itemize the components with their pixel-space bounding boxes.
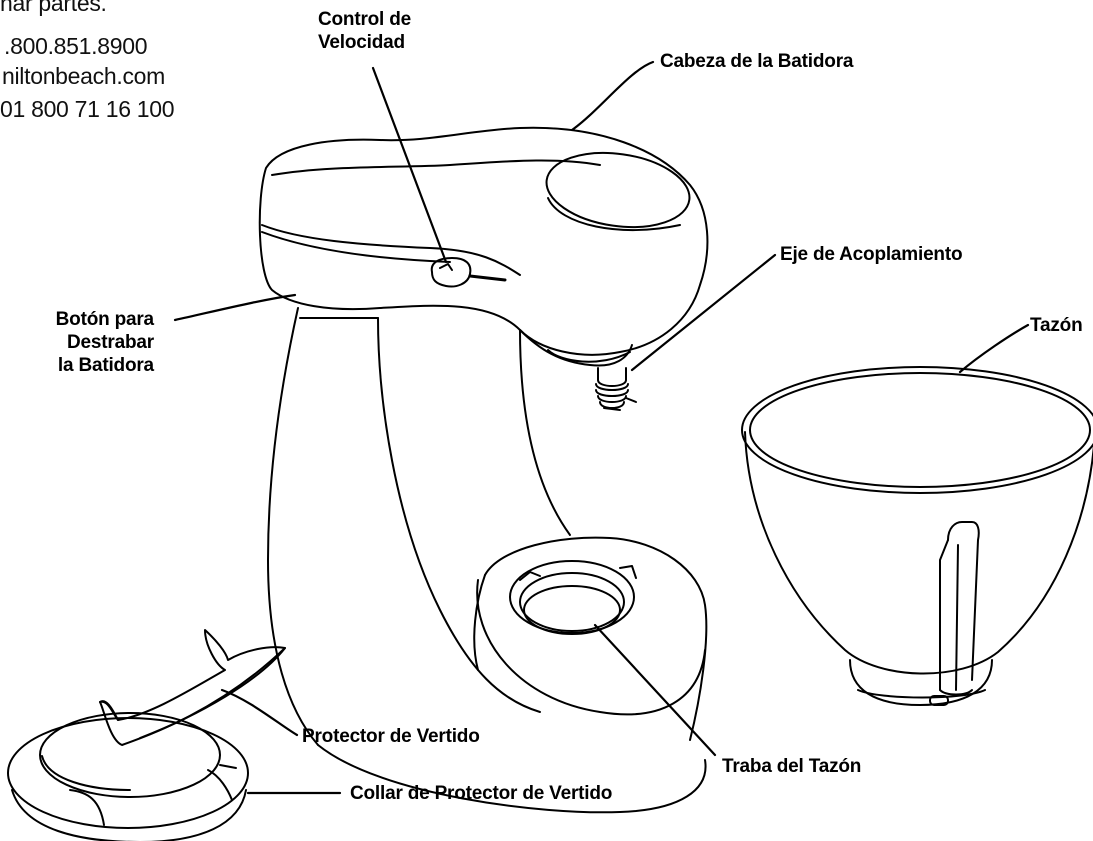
leader-attachment-shaft [630, 253, 777, 372]
mixer-base [267, 307, 708, 814]
leader-mixer-head [570, 60, 655, 132]
pour-guard [99, 629, 286, 746]
leader-lines [173, 60, 1030, 795]
contact-line-3: niltonbeach.com [2, 63, 165, 89]
attachment-shaft [595, 367, 637, 411]
label-pour-guard: Protector de Vertido [302, 726, 480, 747]
label-mixer-head: Cabeza de la Batidora [660, 51, 854, 72]
mixing-bowl [741, 366, 1093, 706]
leader-speed-control [371, 66, 448, 264]
mixer-head [258, 126, 709, 367]
contact-line-2: .800.851.8900 [4, 33, 148, 59]
pour-guard-collar [7, 712, 249, 841]
leader-bowl [958, 323, 1030, 374]
leader-head-release [173, 293, 297, 322]
label-head-release: Botón para Destrabar la Batidora [55, 309, 154, 376]
label-speed-control: Control de Velocidad [318, 9, 411, 53]
contact-line-1: nar partes. [0, 0, 107, 16]
leader-pour-guard [220, 688, 299, 737]
contact-line-4: 01 800 71 16 100 [0, 96, 175, 122]
leader-bowl-lock [593, 623, 717, 757]
label-pour-guard-collar: Collar de Protector de Vertido [350, 783, 613, 804]
label-bowl-lock: Traba del Tazón [722, 756, 862, 777]
label-bowl: Tazón [1030, 315, 1083, 336]
label-attachment-shaft: Eje de Acoplamiento [780, 244, 963, 265]
